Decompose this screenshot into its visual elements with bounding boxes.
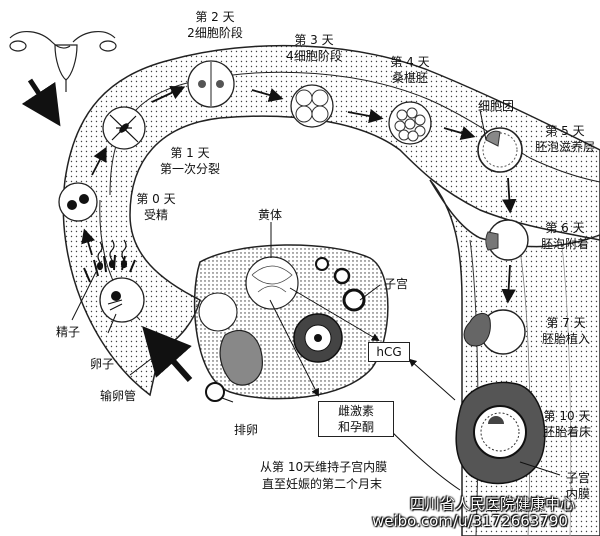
label-day2: 第 2 天	[195, 10, 235, 24]
day10-embryo	[455, 381, 546, 485]
label-sperm: 精子	[56, 325, 81, 339]
day1-first-division-cell	[58, 182, 98, 222]
day1-spindle-cell	[102, 106, 146, 150]
label-corpus-luteum: 黄体	[258, 208, 283, 222]
label-egg: 卵子	[90, 357, 115, 371]
note-line-2: 直至妊娠的第二个月末	[262, 477, 383, 491]
label-day3: 第 3 天	[294, 33, 334, 47]
label-day1-sub: 第一次分裂	[159, 162, 221, 176]
day4-morula	[388, 101, 432, 145]
hormones-line-1: 雌激素	[337, 404, 374, 418]
hormones-box: 雌激素 和孕酮	[318, 401, 394, 437]
day2-two-cell	[187, 60, 235, 108]
label-endometrium-1: 子宫	[565, 471, 591, 485]
label-day4-sub: 桑椹胚	[391, 71, 429, 85]
label-day6-sub: 胚泡附着	[540, 237, 590, 251]
watermark-line-2: weibo.com/u/3172663790	[372, 512, 568, 530]
label-day3-sub: 4细胞阶段	[286, 49, 342, 63]
label-cell-mass: 细胞团	[478, 99, 515, 113]
label-day5-sub: 胚泡滋养层	[534, 140, 596, 154]
hcg-box: hCG	[368, 342, 410, 362]
note-line-1: 从第 10天维持子宫内膜	[260, 460, 388, 474]
egg-travel-arrow	[142, 326, 193, 382]
day3-four-cell	[290, 84, 334, 128]
label-day7-sub: 胚胎植入	[541, 332, 591, 346]
label-day0-sub: 受精	[143, 208, 169, 222]
label-day7: 第 7 天	[546, 316, 586, 330]
label-oviduct: 输卵管	[100, 389, 137, 403]
progression-arrows	[81, 86, 517, 304]
label-day0: 第 0 天	[136, 192, 176, 206]
day5-blastocyst	[477, 127, 523, 173]
day7-implantation	[463, 309, 526, 355]
label-day4: 第 4 天	[390, 55, 430, 69]
arrow-to-tube	[21, 78, 61, 127]
label-uterus: 子宫	[384, 277, 409, 291]
day0-fertilization-cell	[99, 277, 145, 323]
reproductive-system-icon	[9, 31, 117, 92]
label-day1: 第 1 天	[170, 146, 210, 160]
watermark-line-1: 四川省人民医院健康中心	[410, 495, 576, 513]
label-day2-sub: 2细胞阶段	[187, 26, 243, 40]
label-day10-sub: 胚胎着床	[542, 425, 592, 439]
sperm-icons	[96, 239, 128, 271]
day6-blastocyst-attach	[485, 219, 529, 261]
label-day10: 第 10 天	[543, 409, 591, 423]
label-day5: 第 5 天	[545, 124, 585, 138]
ovary	[193, 244, 389, 402]
hormones-line-2: 和孕酮	[337, 420, 374, 434]
label-endometrium-2: 内膜	[565, 487, 591, 501]
label-day6: 第 6 天	[545, 221, 585, 235]
label-ovulation: 排卵	[234, 423, 259, 437]
